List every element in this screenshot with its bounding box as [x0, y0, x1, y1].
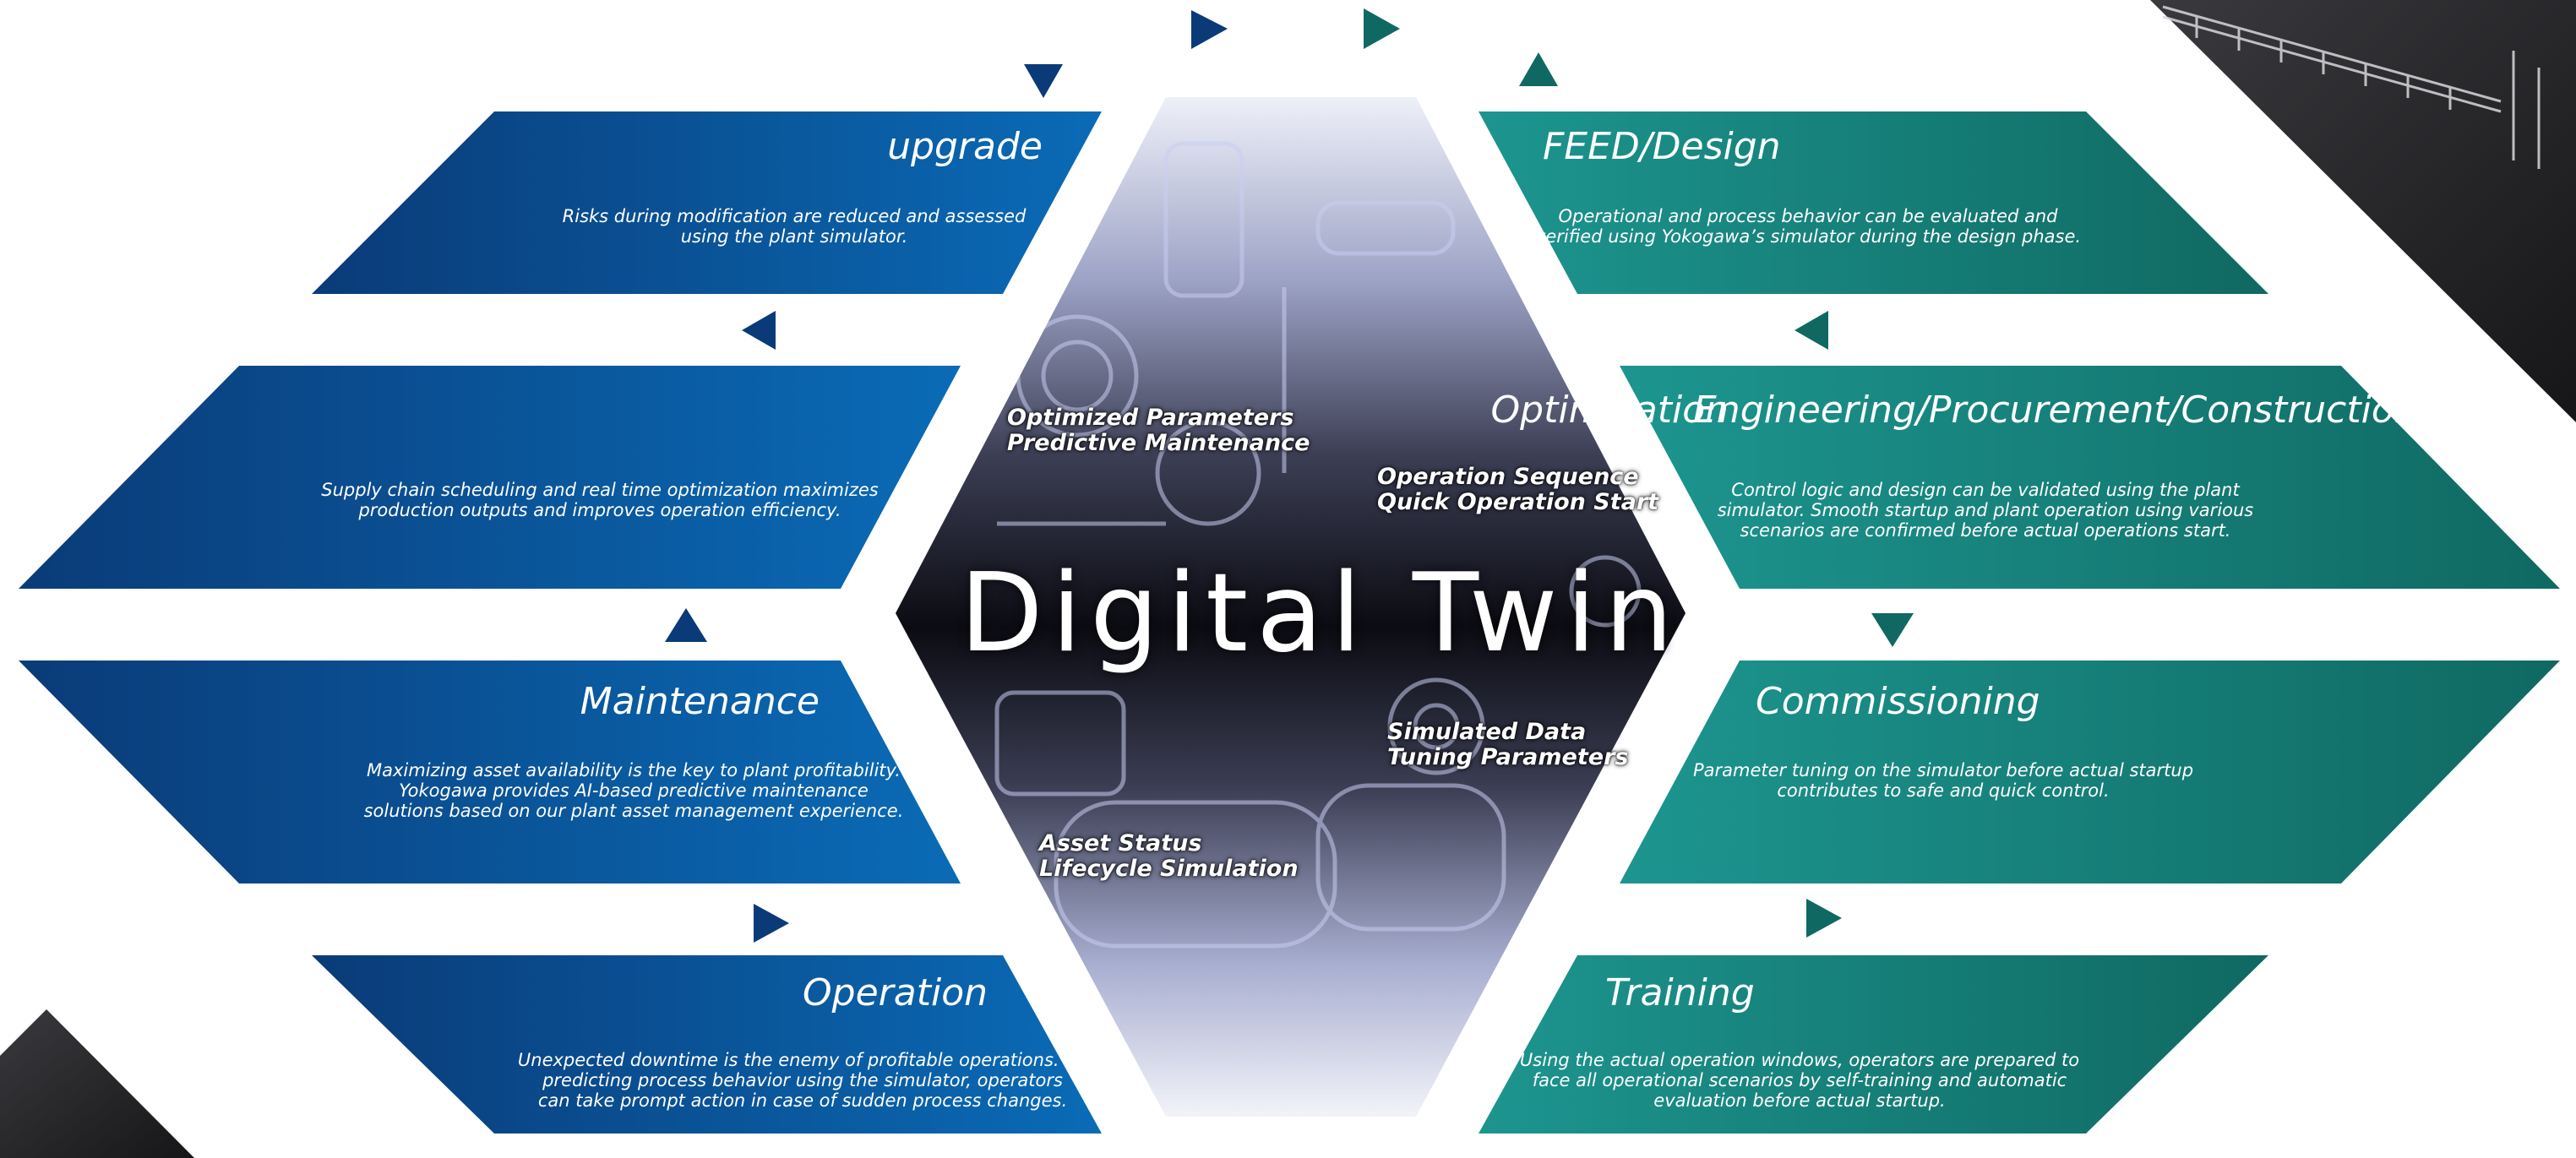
- panel-operation-description: Unexpected downtime is the enemy of prof…: [517, 1050, 1088, 1111]
- arrow-triangle-icon: [1191, 10, 1228, 49]
- panel-commissioning-title: Commissioning: [1756, 680, 2040, 723]
- panel-optimization-title: Optimization: [1490, 389, 1729, 432]
- arrow-triangle-icon: [1806, 899, 1842, 938]
- panel-training-title: Training: [1605, 971, 1755, 1014]
- overlay-operation-sequence: Operation Sequence Quick Operation Start: [1377, 464, 1659, 515]
- overlay-simulated-data: Simulated Data Tuning Parameters: [1387, 719, 1629, 770]
- panel-operation-title: Operation: [803, 971, 988, 1014]
- panel-maintenance-description: Maximizing asset availability is the key…: [363, 760, 904, 821]
- panel-optimization-description: Supply chain scheduling and real time op…: [321, 480, 879, 520]
- overlay-optimized-parameters: Optimized Parameters Predictive Maintena…: [1007, 405, 1310, 456]
- panel-upgrade-shape: [312, 111, 1102, 294]
- panel-epc-description: Control logic and design can be validate…: [1717, 480, 2254, 541]
- panel-training-shape: [1479, 955, 2268, 1134]
- digital-twin-title: Digital Twin: [960, 551, 1682, 677]
- panel-commissioning-description: Parameter tuning on the simulator before…: [1692, 760, 2194, 801]
- pipe-rack-decoration: [2162, 5, 2541, 169]
- overlay-asset-status: Asset Status Lifecycle Simulation: [1039, 830, 1299, 882]
- corner-decoration-bottom-left: [0, 1009, 194, 1158]
- arrow-triangle-icon: [1871, 613, 1914, 647]
- panel-optimization-shape: [19, 366, 961, 589]
- arrow-triangle-icon: [1794, 311, 1828, 350]
- arrow-triangle-icon: [1519, 52, 1558, 86]
- digital-twin-hexagon: [896, 97, 1686, 1117]
- panel-commissioning-shape: [1620, 661, 2560, 883]
- panel-epc-shape: [1620, 366, 2560, 589]
- arrow-triangle-icon: [665, 608, 707, 642]
- panel-feed-design-description: Operational and process behavior can be …: [1534, 206, 2082, 247]
- panel-upgrade-title: upgrade: [887, 125, 1043, 168]
- arrow-triangle-icon: [742, 311, 776, 350]
- panel-operation-shape: [312, 955, 1102, 1134]
- panel-feed-design-shape: [1479, 111, 2268, 294]
- corner-decoration-top-right: [2150, 0, 2576, 422]
- panel-maintenance-title: Maintenance: [580, 680, 820, 723]
- panel-feed-design-title: FEED/Design: [1543, 125, 1781, 168]
- panel-epc-title: Engineering/Procurement/Construction: [1693, 389, 2418, 432]
- panel-training-description: Using the actual operation windows, oper…: [1519, 1050, 2080, 1111]
- plant-wireframe-graphic: [944, 141, 1642, 1084]
- arrow-triangle-icon: [1024, 64, 1063, 98]
- panel-maintenance-shape: [19, 661, 961, 883]
- arrow-triangle-icon: [754, 904, 789, 943]
- panel-upgrade-description: Risks during modification are reduced an…: [562, 206, 1027, 247]
- arrow-triangle-icon: [1364, 8, 1400, 49]
